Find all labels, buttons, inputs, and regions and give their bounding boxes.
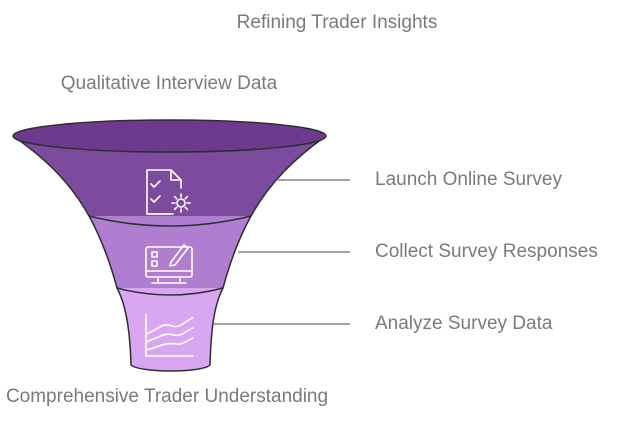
diagram-title: Refining Trader Insights [236,12,438,33]
step-label-collect-survey-responses: Collect Survey Responses [375,241,598,262]
step-label-analyze-survey-data: Analyze Survey Data [375,313,553,334]
funnel-layer-1 [13,136,326,216]
funnel-input-label: Qualitative Interview Data [60,73,278,94]
funnel-output-label: Comprehensive Trader Understanding [5,386,329,407]
funnel-rim [12,119,327,153]
line-chart-icon [145,313,194,357]
monitor-form-edit-icon [145,244,193,284]
funnel-divider-1 [88,215,252,227]
funnel-layer-2 [89,216,251,288]
funnel-outline [12,135,327,372]
step-label-launch-online-survey: Launch Online Survey [375,169,562,190]
checklist-gear-icon [146,169,191,215]
funnel-divider-2 [116,287,224,296]
funnel-layer-3 [117,288,223,371]
